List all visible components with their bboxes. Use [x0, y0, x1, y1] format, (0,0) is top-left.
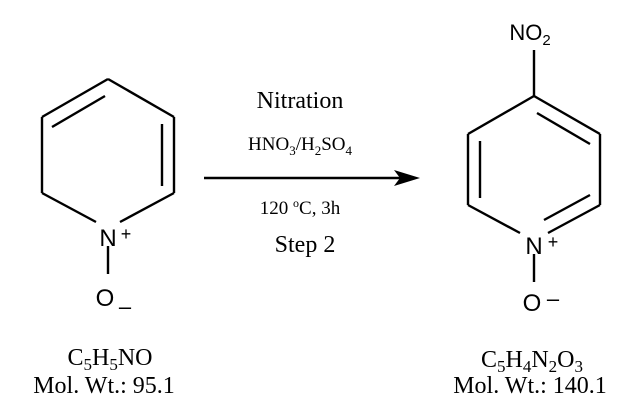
reactant-oxygen-charge: – — [119, 294, 132, 319]
product-nitrogen-charge: + — [548, 232, 559, 252]
reactant-nitrogen-atom: N — [99, 225, 116, 252]
product-formula: C5H4N2O3 — [481, 347, 583, 376]
reaction-temperature-time: 120 oC, 3h — [260, 196, 341, 219]
product-bond-c4-c5-inner — [536, 111, 591, 146]
reactant-bond-c2-n — [41, 191, 97, 224]
reactant-molecular-weight: Mol. Wt.: 95.1 — [33, 373, 175, 399]
product-oxygen-charge: – — [547, 286, 560, 311]
reaction-reagent: HNO3/H2SO4 — [248, 134, 352, 158]
reaction-arrow-head — [394, 170, 420, 186]
product-oxygen-atom: O — [523, 290, 542, 317]
reactant-bond-c4-c5 — [107, 77, 175, 119]
product-bond-c2-n — [467, 203, 521, 235]
reactant-nitrogen-charge: + — [121, 224, 132, 244]
product-bond-c4-c5 — [533, 94, 601, 136]
reactant-oxygen-atom: O — [96, 285, 115, 312]
product-bond-c4-c3 — [467, 94, 535, 136]
reactant-bond-c6-n — [119, 191, 175, 224]
reactant-formula: C5H5NO — [67, 345, 152, 374]
product-bond-c6-n — [547, 203, 601, 235]
reactant-bond-c3-c4 — [41, 77, 109, 119]
product-nitrogen-atom: N — [525, 233, 542, 260]
reactant-bond-c3-c4-inner — [51, 94, 106, 129]
product-molecular-weight: Mol. Wt.: 140.1 — [453, 373, 607, 399]
product-bond-c6-n-inner — [543, 193, 591, 222]
product-nitro-group: NO2 — [509, 20, 550, 49]
reactant-structure: N + O – — [40, 77, 176, 319]
reaction-name: Nitration — [257, 88, 344, 114]
product-structure: NO2 N + O – — [466, 20, 602, 317]
reaction-step: Step 2 — [275, 232, 336, 258]
